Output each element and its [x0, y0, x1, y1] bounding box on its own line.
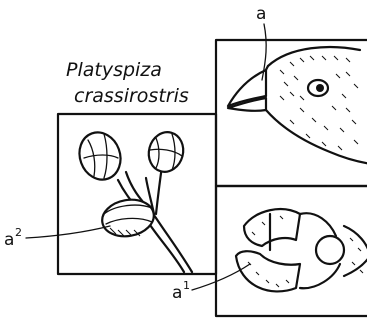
bud-leader-line [26, 226, 110, 238]
jaw-lower [236, 251, 300, 291]
bud-bottom [99, 196, 156, 240]
bud-top-left [73, 127, 127, 186]
jaw-rear-texture [350, 238, 363, 273]
plant-stem-branch-2 [156, 166, 162, 214]
jaw-lower-arm [300, 264, 340, 288]
jaw-hinge [316, 236, 344, 264]
finch-head-panel [216, 40, 367, 186]
bud-label-superscript: 2 [15, 226, 22, 239]
jaw-rear-lower [344, 256, 367, 276]
species-name-line2: crassirostris [74, 85, 189, 107]
jaw-upper-arm [300, 213, 336, 236]
finch-head-panel-frame [216, 40, 367, 186]
jaw-label-superscript: 1 [183, 279, 190, 292]
jaw-label: a [172, 283, 182, 303]
label-beak: a [256, 4, 266, 80]
finch-throat [266, 110, 367, 164]
jaw-rear [344, 226, 367, 256]
jaw-panel [216, 186, 367, 316]
jaw-upper [244, 209, 300, 246]
species-name-line1: Platyspiza [66, 59, 162, 81]
plant-panel [58, 114, 216, 274]
bud-label: a [4, 230, 14, 250]
finch-feather-texture [280, 56, 358, 150]
beak-label: a [256, 4, 266, 24]
finch-head-crown [268, 47, 360, 66]
bud-top-right [144, 128, 187, 175]
